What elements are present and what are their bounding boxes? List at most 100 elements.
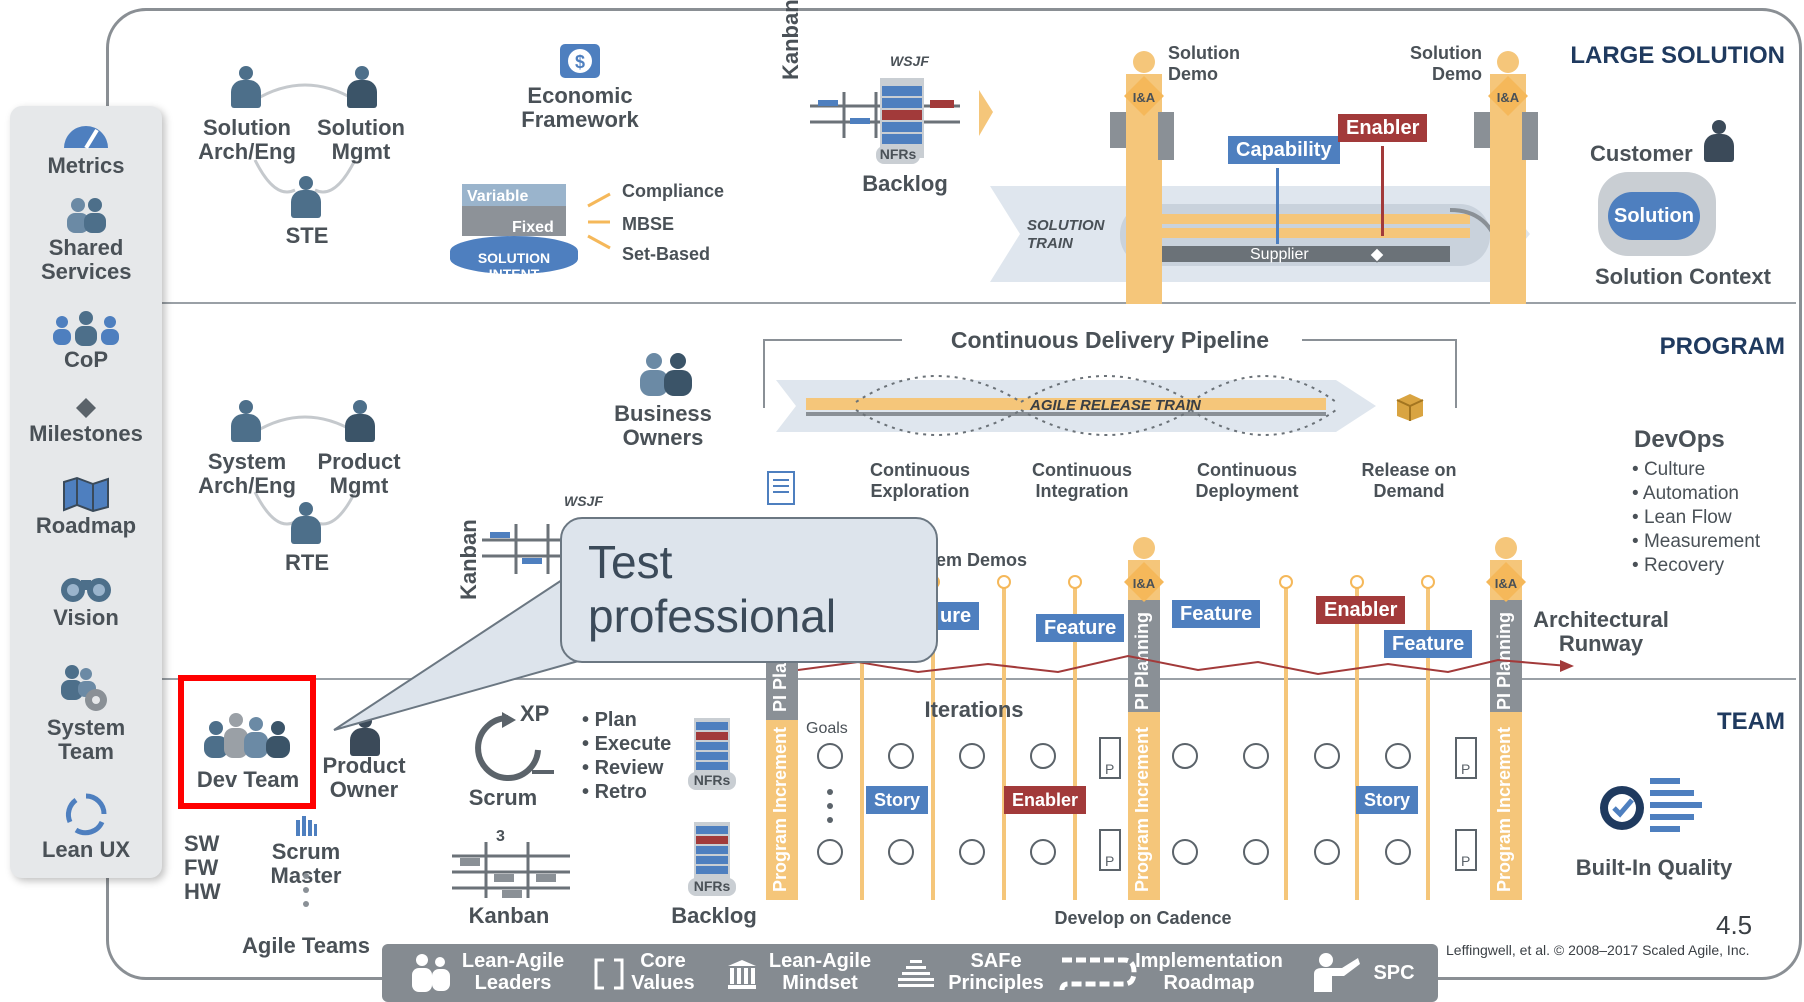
ceremony-item: • Execute	[582, 733, 672, 755]
solution-kanban-board	[810, 78, 960, 158]
product-mgmt-label: Product Mgmt	[317, 449, 401, 498]
product-owner-label: Product Owner	[322, 753, 406, 802]
lean-agile-leaders-label[interactable]: Lean-Agile Leaders	[461, 950, 565, 994]
diamond-icon	[76, 398, 96, 418]
lean-agile-mindset-label[interactable]: Lean-Agile Mindset	[768, 950, 872, 994]
solution-train-label: SOLUTION TRAIN	[1027, 217, 1105, 252]
ceremonies-list: • Plan • Execute • Review • Retro	[582, 708, 671, 804]
svg-text:I&A: I&A	[1133, 90, 1156, 105]
enabler-tag-program: Enabler	[1316, 596, 1406, 624]
post-left-tab	[1158, 112, 1174, 160]
solution-mgmt-icon	[347, 66, 377, 110]
ste-icon	[291, 176, 321, 220]
solution-kanban-label: Kanban	[778, 0, 803, 80]
economic-framework-label: Economic Framework	[521, 83, 639, 132]
feature-tag-3: Feature	[1384, 630, 1473, 658]
solution-context-label: Solution Context	[1595, 264, 1771, 289]
sidebar-item-label: Metrics	[47, 153, 125, 178]
dev-team-label: Dev Team	[196, 767, 300, 792]
ceremony-item: • Review	[582, 757, 664, 779]
system-arch-label: System Arch/Eng	[198, 449, 296, 498]
callout-text: Test professional	[588, 536, 837, 642]
svg-text:I&A: I&A	[1495, 576, 1518, 591]
customer-icon	[1704, 120, 1734, 164]
team-divider	[160, 678, 1796, 680]
map-icon	[63, 476, 109, 512]
sidebar-item-lean-ux[interactable]: Lean UX	[10, 792, 162, 862]
sw-label: SW	[184, 831, 220, 856]
safe-principles-label[interactable]: SAFe Principles	[948, 950, 1044, 994]
release-box-icon	[1396, 394, 1424, 421]
sidebar-item-cop[interactable]: CoP	[10, 310, 162, 372]
business-owners-icon	[640, 353, 692, 396]
svg-text:P: P	[1105, 853, 1114, 869]
supplier-label: Supplier	[1250, 246, 1309, 263]
pre-right-tab	[1474, 112, 1490, 148]
sidebar-item-milestones[interactable]: Milestones	[10, 396, 162, 446]
pre-left-tab	[1110, 112, 1126, 148]
svg-text:P: P	[1105, 761, 1114, 777]
iterations-label: Iterations	[924, 697, 1024, 722]
scrum-label: Scrum	[468, 785, 538, 810]
variable-label: Variable	[467, 188, 529, 205]
solution-demo-right-label: Solution Demo	[1410, 43, 1482, 84]
ia-right-icon: I&A	[1488, 51, 1528, 116]
kanban-wip-label: 3	[496, 828, 505, 845]
sidebar-item-shared-services[interactable]: Shared Services	[10, 196, 162, 284]
sidebar-item-vision[interactable]: Vision	[10, 570, 162, 630]
roadmap-path-icon	[1059, 957, 1137, 991]
sidebar-item-metrics[interactable]: Metrics	[10, 116, 162, 178]
program-increment-right-bar	[1490, 712, 1522, 900]
enabler-tag-team: Enabler	[1004, 786, 1087, 814]
document-icon	[767, 471, 795, 505]
feature-tag-2: Feature	[1172, 600, 1261, 628]
solution-arch-icon	[231, 66, 261, 110]
gauge-icon	[64, 126, 108, 150]
stack-icon	[898, 960, 934, 987]
spc-label[interactable]: SPC	[1373, 962, 1415, 984]
cdp-bracket	[763, 339, 1457, 408]
svg-text:$: $	[575, 52, 585, 72]
sidebar-item-label: CoP	[64, 347, 108, 372]
pi-planning-middle-tab	[1128, 600, 1160, 712]
ia-middle-icon: I&A	[1124, 537, 1164, 602]
svg-text:P: P	[1461, 853, 1470, 869]
large-solution-divider	[160, 302, 1796, 304]
flow-arrow-icon	[979, 90, 993, 136]
sidebar-item-label: System Team	[46, 715, 126, 764]
architectural-runway-label: Architectural Runway	[1533, 607, 1669, 656]
sidebar: Metrics Shared Services CoP Milestones R…	[10, 106, 162, 878]
fixed-label: Fixed	[512, 219, 554, 236]
section-program: PROGRAM	[1659, 333, 1785, 360]
built-in-quality-icon	[1600, 778, 1702, 832]
section-team: TEAM	[1717, 708, 1785, 735]
cycle-icon	[65, 793, 107, 836]
solution-train	[990, 186, 1530, 282]
implementation-roadmap-label[interactable]: Implementation Roadmap	[1135, 950, 1283, 994]
product-mgmt-icon	[345, 400, 375, 444]
dotted-connector	[303, 873, 309, 907]
solution-backlog-label: Backlog	[862, 171, 948, 196]
ceremony-item: • Plan	[582, 709, 637, 731]
solution-intent-label: SOLUTION INTENT	[477, 250, 551, 282]
core-values-label[interactable]: Core Values	[631, 950, 695, 994]
team-backlog-bottom-icon	[694, 822, 730, 884]
group-icon	[53, 311, 119, 346]
callout-box: Test professional	[560, 517, 938, 663]
rte-label: RTE	[285, 550, 329, 575]
program-kanban-board	[482, 524, 572, 574]
program-wsjf-label: WSJF	[564, 493, 603, 509]
sidebar-item-label: Milestones	[29, 421, 143, 446]
sidebar-item-label: Lean UX	[41, 837, 131, 862]
fw-label: FW	[184, 855, 219, 880]
devops-item: • Automation	[1632, 483, 1740, 504]
devops-item: • Recovery	[1632, 555, 1725, 576]
cdp-title: Continuous Delivery Pipeline	[950, 327, 1270, 353]
callout-pointer	[333, 578, 584, 731]
sidebar-item-roadmap[interactable]: Roadmap	[10, 476, 162, 538]
enabler-tag: Enabler	[1338, 114, 1428, 142]
section-large-solution: LARGE SOLUTION	[1570, 42, 1785, 69]
sidebar-item-system-team[interactable]: System Team	[10, 662, 162, 764]
story-tag-1: Story	[866, 786, 929, 814]
devops-item: • Culture	[1632, 459, 1706, 480]
